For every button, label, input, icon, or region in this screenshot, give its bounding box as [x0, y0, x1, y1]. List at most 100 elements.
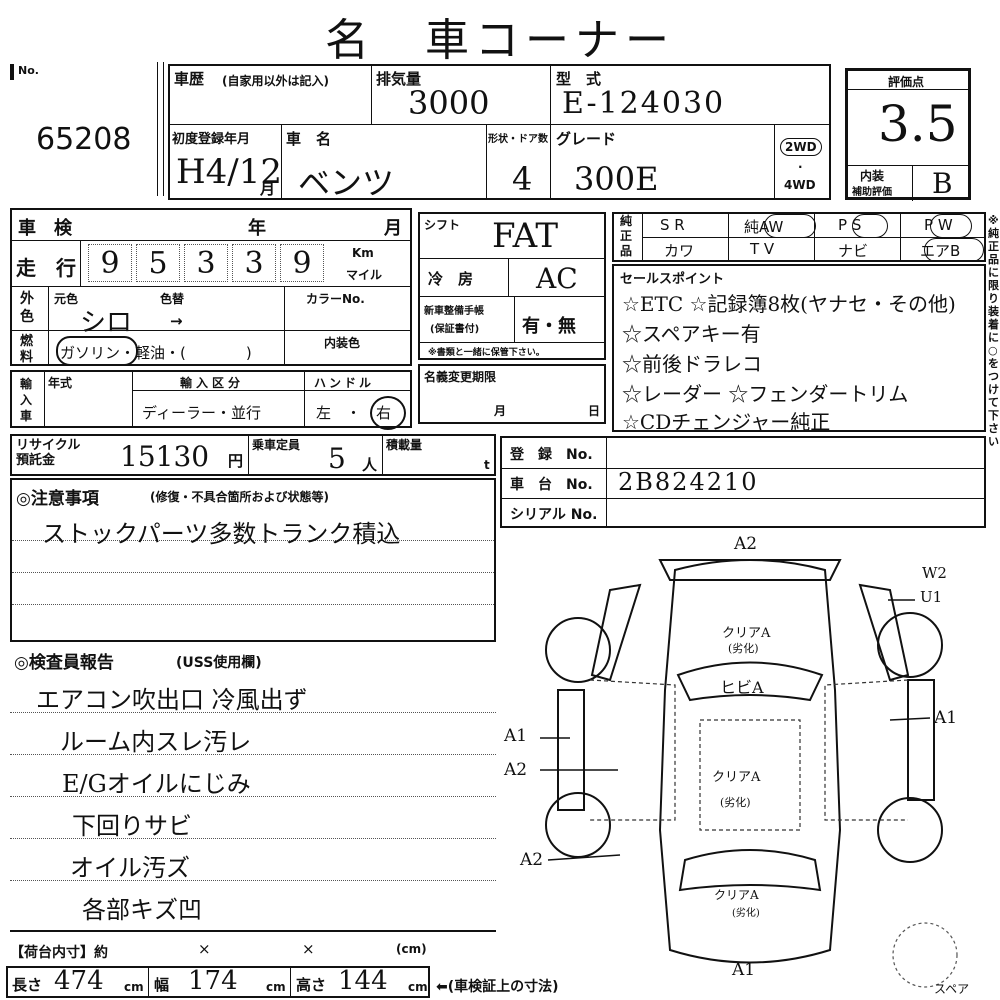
damage-code: U1 [920, 588, 943, 606]
sales-item: ☆レーダー ☆フェンダートリム [622, 382, 909, 406]
shift-block: シフト FAT 冷 房 AC 新車整備手帳 (保証書付) 有・無 ※書類と一緒に… [418, 212, 606, 360]
diagram-clear-sub: (劣化) [732, 908, 760, 919]
load-label: 積載量 [386, 438, 423, 452]
damage-code: A2 [734, 534, 758, 554]
report-line: E/Gオイルにじみ [62, 770, 251, 798]
drive-2wd: 2WD [780, 138, 822, 156]
shift-value: FAT [492, 216, 559, 256]
drive-dot: · [798, 160, 803, 174]
car-name-value: ベンツ [298, 164, 395, 202]
damage-code: A2 [520, 850, 544, 870]
sales-points: セールスポイント ☆ETC ☆記録簿8枚(ヤナセ・その他) ☆スペアキー有 ☆前… [612, 264, 986, 434]
sales-item: ☆CDチェンジャー純正 [622, 410, 831, 434]
odometer-digit: 5 [136, 244, 180, 282]
notes-sub: (修復・不具合箇所および状態等) [150, 490, 329, 504]
recycle-yen: 円 [228, 452, 244, 470]
equip-sr: S R [660, 216, 685, 234]
length-unit: cm [124, 980, 144, 994]
dimensions-row: 長さ 474 cm 幅 174 cm 高さ 144 cm [6, 966, 430, 998]
shaken-month: 月 [384, 218, 402, 239]
ac-value: AC [536, 262, 578, 295]
model-label: 型 式 [556, 70, 602, 88]
width-unit: cm [266, 980, 286, 994]
sales-item: ☆前後ドラレコ [622, 352, 762, 376]
displacement-label: 排気量 [376, 70, 422, 88]
capacity-unit: 人 [362, 456, 378, 474]
doors-label: 形状・ドア数 [488, 134, 548, 145]
capacity-value: 5 [328, 442, 346, 475]
height-value: 144 [338, 966, 388, 996]
score-value: 3.5 [878, 95, 958, 153]
import-block: 輸入車 年式 輸入区分 ディーラー・並行 ハンドル 左 ・ 右 [10, 370, 412, 430]
color-no-label: カラーNo. [306, 292, 365, 306]
no-mark [10, 64, 14, 80]
color-arrow: → [170, 312, 183, 330]
report-line: オイル汚ズ [70, 854, 190, 882]
circle-ps [852, 214, 888, 238]
history-sub: (自家用以外は記入) [222, 74, 329, 88]
notes-label: ◎注意事項 [16, 489, 99, 509]
odometer-digit: 3 [232, 244, 276, 282]
repaint-label: 色替 [160, 292, 185, 306]
import-label: 輸入車 [20, 377, 33, 423]
first-reg-value: H4/12 [176, 152, 283, 192]
chassis-label: 車 台 No. [510, 477, 593, 493]
capacity-label: 乗車定員 [252, 438, 301, 452]
diagram-clear-a: クリアA [714, 888, 759, 902]
height-unit: cm [408, 980, 428, 994]
displacement-value: 3000 [408, 84, 490, 122]
reg-no-label: 登 録 No. [510, 447, 593, 463]
handle-selected-circle [370, 396, 406, 430]
score-label: 評価点 [888, 75, 925, 89]
equip-tv: T V [750, 240, 775, 258]
lot-number: 65208 [36, 122, 132, 157]
name-change-day: 日 [588, 404, 601, 418]
manual-note: ※書類と一緒に保管下さい。 [428, 348, 545, 358]
interior-score-value: B [932, 167, 953, 200]
fuel-label: 燃料 [20, 334, 34, 365]
import-year-label: 年式 [48, 376, 73, 390]
import-type-value: ディーラー・並行 [142, 404, 261, 422]
notes-block: ◎注意事項 (修復・不具合箇所および状態等) ストックパーツ多数トランク積込 [10, 478, 496, 642]
grade-label: グレード [556, 130, 617, 148]
mile-label: マイル [346, 268, 383, 282]
name-change-label: 名義変更期限 [424, 370, 497, 384]
history-label: 車歴 [174, 70, 205, 88]
sales-label: セールスポイント [620, 272, 725, 287]
height-label: 高さ [296, 976, 327, 994]
manual-label: 新車整備手帳 [424, 306, 484, 317]
cargo-x2: × [302, 940, 315, 958]
shaken-year: 年 [248, 218, 266, 239]
width-value: 174 [188, 966, 238, 996]
first-reg-month: 月 [260, 180, 276, 198]
diagram-clear-sub: (劣化) [720, 796, 751, 809]
damage-code: A2 [504, 760, 528, 780]
report-sub: (USS使用欄) [176, 655, 262, 671]
cargo-label: 【荷台内寸】約 [10, 945, 108, 961]
page-title: 名 車コーナー [325, 15, 675, 66]
side-note: ※純正品に限り装着に○をつけて下さい [988, 214, 999, 448]
cargo-unit: (cm) [396, 942, 427, 956]
vehicle-info-grid: 車歴 (自家用以外は記入) 排気量 3000 型 式 E-124030 初度登録… [168, 64, 831, 202]
name-change-block: 名義変更期限 月 日 [418, 364, 606, 424]
handle-label: ハンドル [314, 376, 375, 390]
import-type-label: 輸入区分 [180, 376, 245, 390]
report-line: ルーム内スレ汚レ [60, 728, 252, 756]
no-label: No. [18, 64, 39, 77]
damage-code: A1 [934, 708, 958, 728]
width-label: 幅 [154, 976, 170, 994]
circle-airbag [924, 238, 984, 262]
length-label: 長さ [12, 976, 43, 994]
odometer-digit: 9 [88, 244, 132, 282]
notes-text: ストックパーツ多数トランク積込 [42, 520, 401, 548]
ac-label: 冷 房 [428, 270, 474, 288]
cargo-x1: × [198, 940, 211, 958]
registration-block: 登 録 No. 車 台 No. 2B824210 シリアル No. [500, 436, 986, 528]
recycle-value: 15130 [120, 440, 210, 473]
fuel-options: ガソリン・軽油・( ) [60, 344, 252, 362]
equipment-label: 純正品 [620, 214, 633, 258]
first-reg-label: 初度登録年月 [172, 132, 251, 147]
interior-score-sub: 補助評価 [852, 187, 892, 198]
diagram-clear-sub: (劣化) [728, 642, 759, 655]
